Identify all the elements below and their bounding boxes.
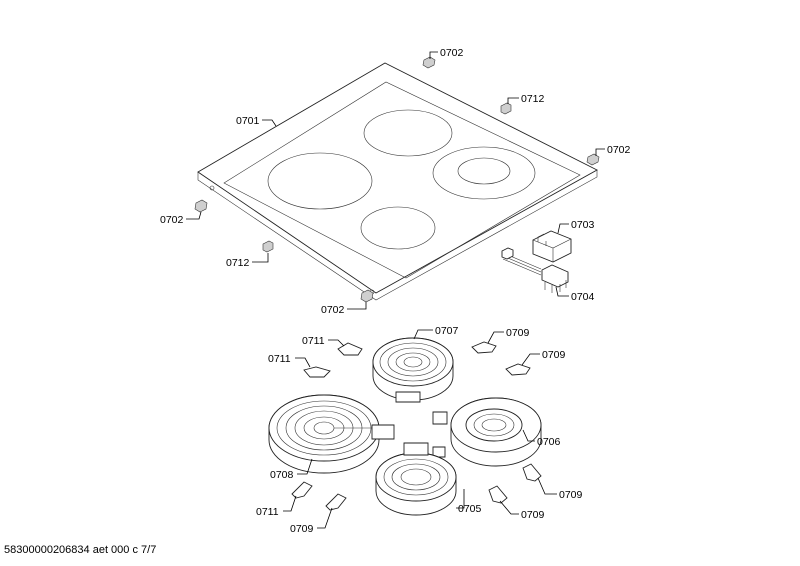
heating-element-0706 <box>432 397 542 467</box>
label-0702-left: 0702 <box>160 214 184 226</box>
label-0701: 0701 <box>236 115 260 127</box>
bracket-0711-c <box>291 481 313 499</box>
label-0708: 0708 <box>270 469 294 481</box>
bracket-0709-d <box>325 493 347 511</box>
leader-lines <box>186 51 605 529</box>
label-0704: 0704 <box>571 291 595 303</box>
label-0709-d: 0709 <box>290 523 314 535</box>
label-0705: 0705 <box>458 503 482 515</box>
label-0702-top: 0702 <box>440 47 464 59</box>
heating-element-0707 <box>372 337 454 403</box>
clip-0702-right <box>586 153 600 166</box>
terminal-block-0703 <box>532 230 572 263</box>
wiring-harness-0704 <box>501 247 569 293</box>
bracket-0711-b <box>303 366 331 378</box>
bracket-0709-e <box>488 485 508 504</box>
label-0711-b: 0711 <box>268 353 291 365</box>
clip-0702-left <box>194 199 208 213</box>
part-labels: 0702 0712 0702 0701 0702 0712 0703 0704 … <box>160 47 631 535</box>
label-0709-a: 0709 <box>506 327 530 339</box>
label-0712-left: 0712 <box>226 257 250 269</box>
bracket-0709-a <box>471 341 497 354</box>
label-0702-bottom: 0702 <box>321 304 345 316</box>
label-0702-right: 0702 <box>607 144 631 156</box>
clip-0702-bottom <box>360 289 374 303</box>
bracket-0711-a <box>337 342 363 356</box>
label-0711-a: 0711 <box>302 335 325 347</box>
clip-0712-top <box>500 102 512 115</box>
label-0711-c: 0711 <box>256 506 279 518</box>
heating-element-0708 <box>268 394 395 474</box>
label-0709-b: 0709 <box>542 349 566 361</box>
clip-0712-left <box>262 240 274 253</box>
label-0706: 0706 <box>537 436 561 448</box>
label-0712-top: 0712 <box>521 93 545 105</box>
heating-element-0705 <box>375 442 457 516</box>
bracket-0709-b <box>505 363 531 376</box>
document-footer: 58300000206834 aet 000 c 7/7 <box>4 544 157 556</box>
label-0703: 0703 <box>571 219 595 231</box>
label-0709-c: 0709 <box>559 489 583 501</box>
label-0709-e: 0709 <box>521 509 545 521</box>
label-0707: 0707 <box>435 325 459 337</box>
clip-0702-top <box>422 56 436 69</box>
